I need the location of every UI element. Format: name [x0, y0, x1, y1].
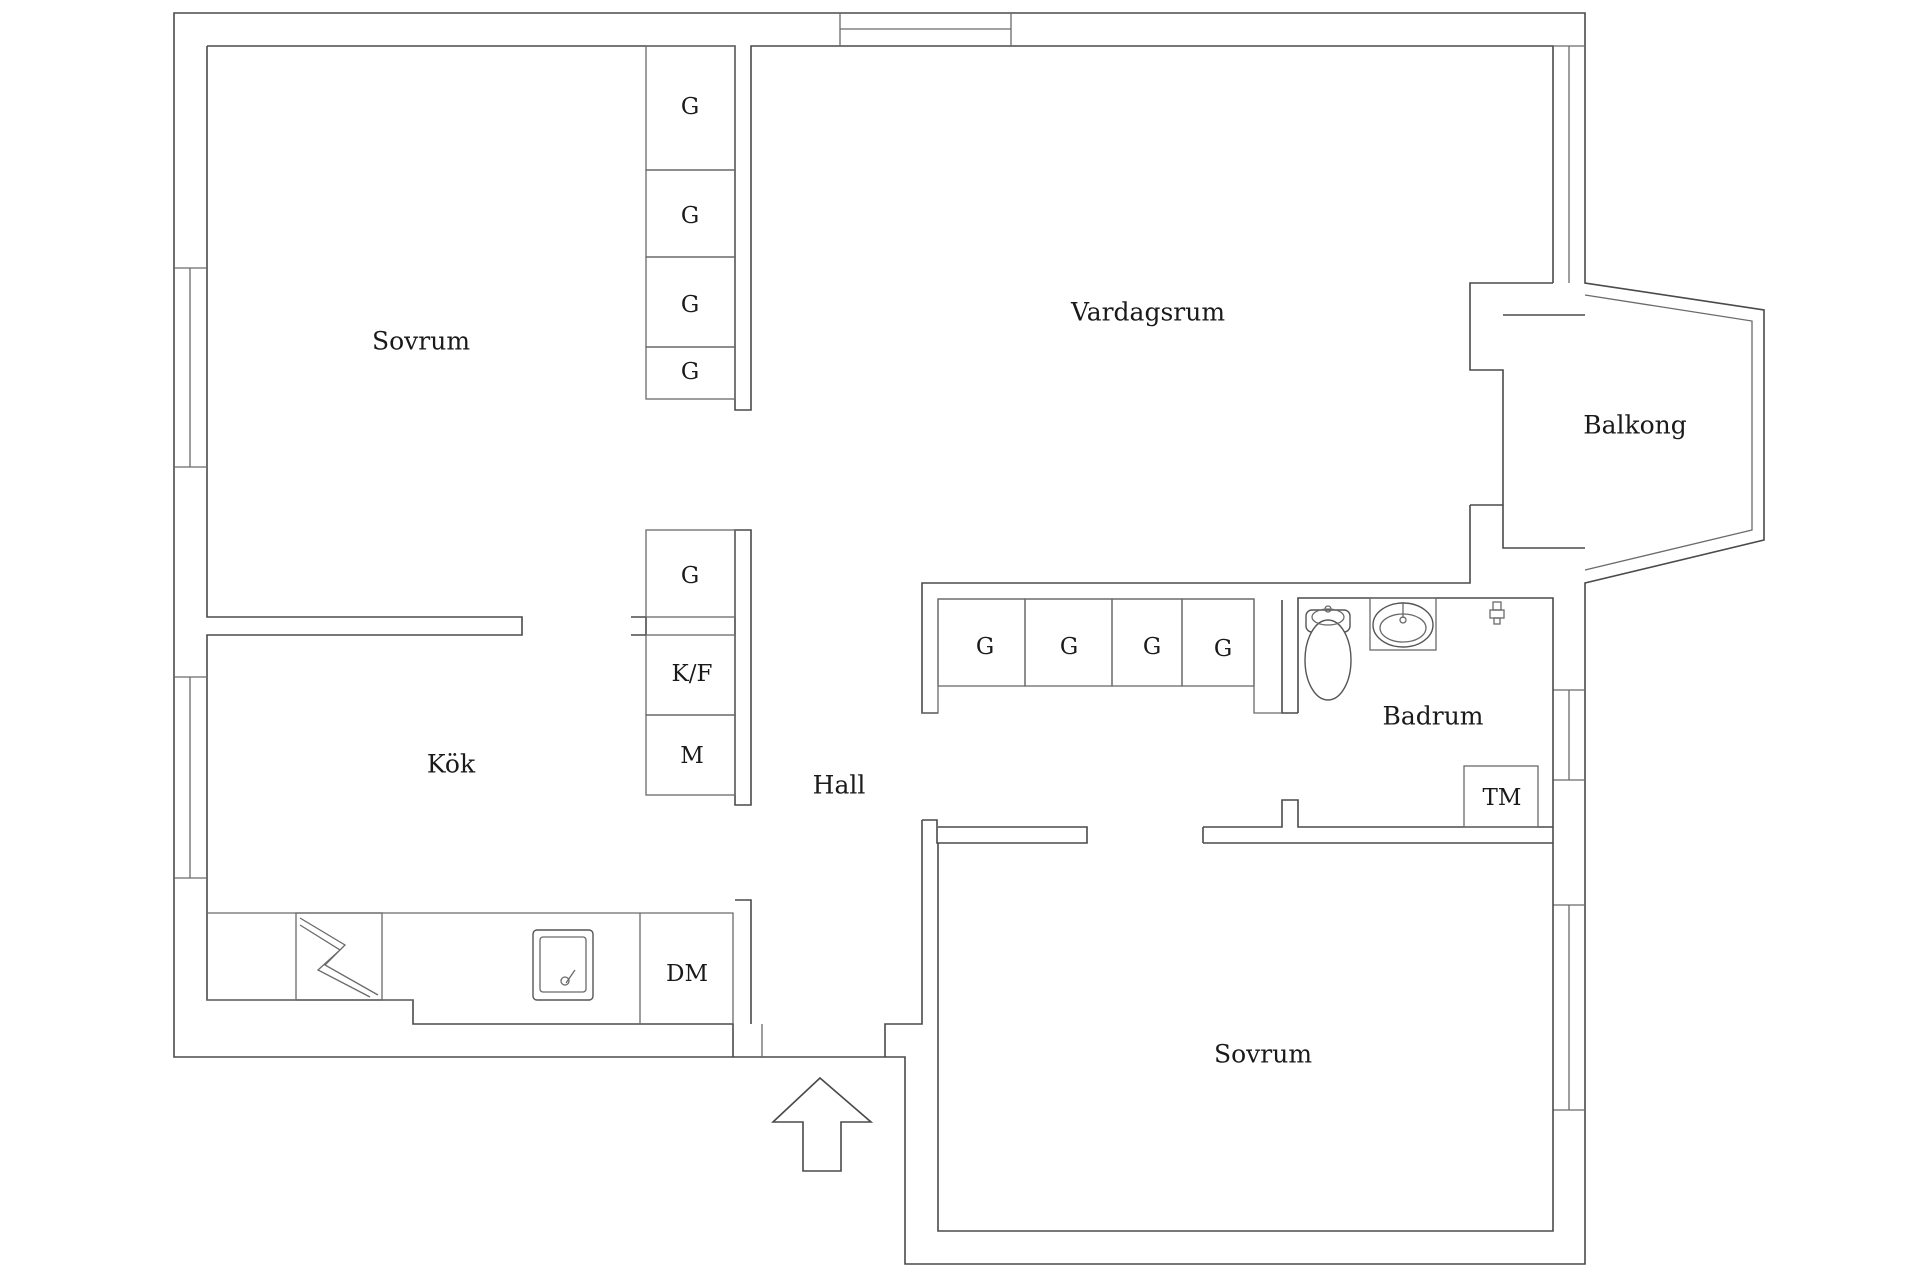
tap-icon [1489, 601, 1505, 625]
wardrobe-label: G [681, 292, 699, 318]
kitchen-counter: DM [207, 912, 734, 1024]
room-label-bedroom-2: Sovrum [1214, 1040, 1312, 1069]
fridge-freezer-label: K/F [672, 661, 713, 687]
kitchen-sink-icon [532, 929, 594, 1001]
washing-machine-label: TM [1483, 785, 1522, 811]
wardrobe-column-top: G G G G [645, 45, 736, 400]
wardrobe-label: G [1214, 636, 1232, 662]
room-label-kitchen: Kök [427, 750, 476, 779]
room-label-bathroom: Badrum [1382, 702, 1483, 731]
wardrobe-label: G [976, 634, 994, 660]
microwave-label: M [680, 743, 704, 769]
wardrobe-label: G [681, 203, 699, 229]
stove-icon [295, 912, 383, 1001]
room-label-bedroom-1: Sovrum [372, 327, 470, 356]
wardrobe-label: G [681, 94, 699, 120]
washbasin-icon [1369, 597, 1437, 651]
wardrobe-label: G [681, 563, 699, 589]
wardrobe-label: G [1060, 634, 1078, 660]
room-label-balcony: Balkong [1583, 411, 1687, 440]
dishwasher-label: DM [666, 961, 708, 987]
outer-walls [173, 12, 1765, 1265]
bathroom-fixtures: TM [1304, 597, 1539, 828]
room-label-hall: Hall [813, 771, 866, 800]
hall-appliance-column: G K/F M [645, 529, 736, 796]
room-label-living-room: Vardagsrum [1070, 298, 1225, 327]
wardrobe-label: G [681, 359, 699, 385]
wardrobe-label: G [1143, 634, 1161, 660]
entrance-arrow-icon [770, 1076, 874, 1172]
hall-wardrobes: G G G G [922, 598, 1282, 714]
toilet-icon [1304, 605, 1352, 701]
